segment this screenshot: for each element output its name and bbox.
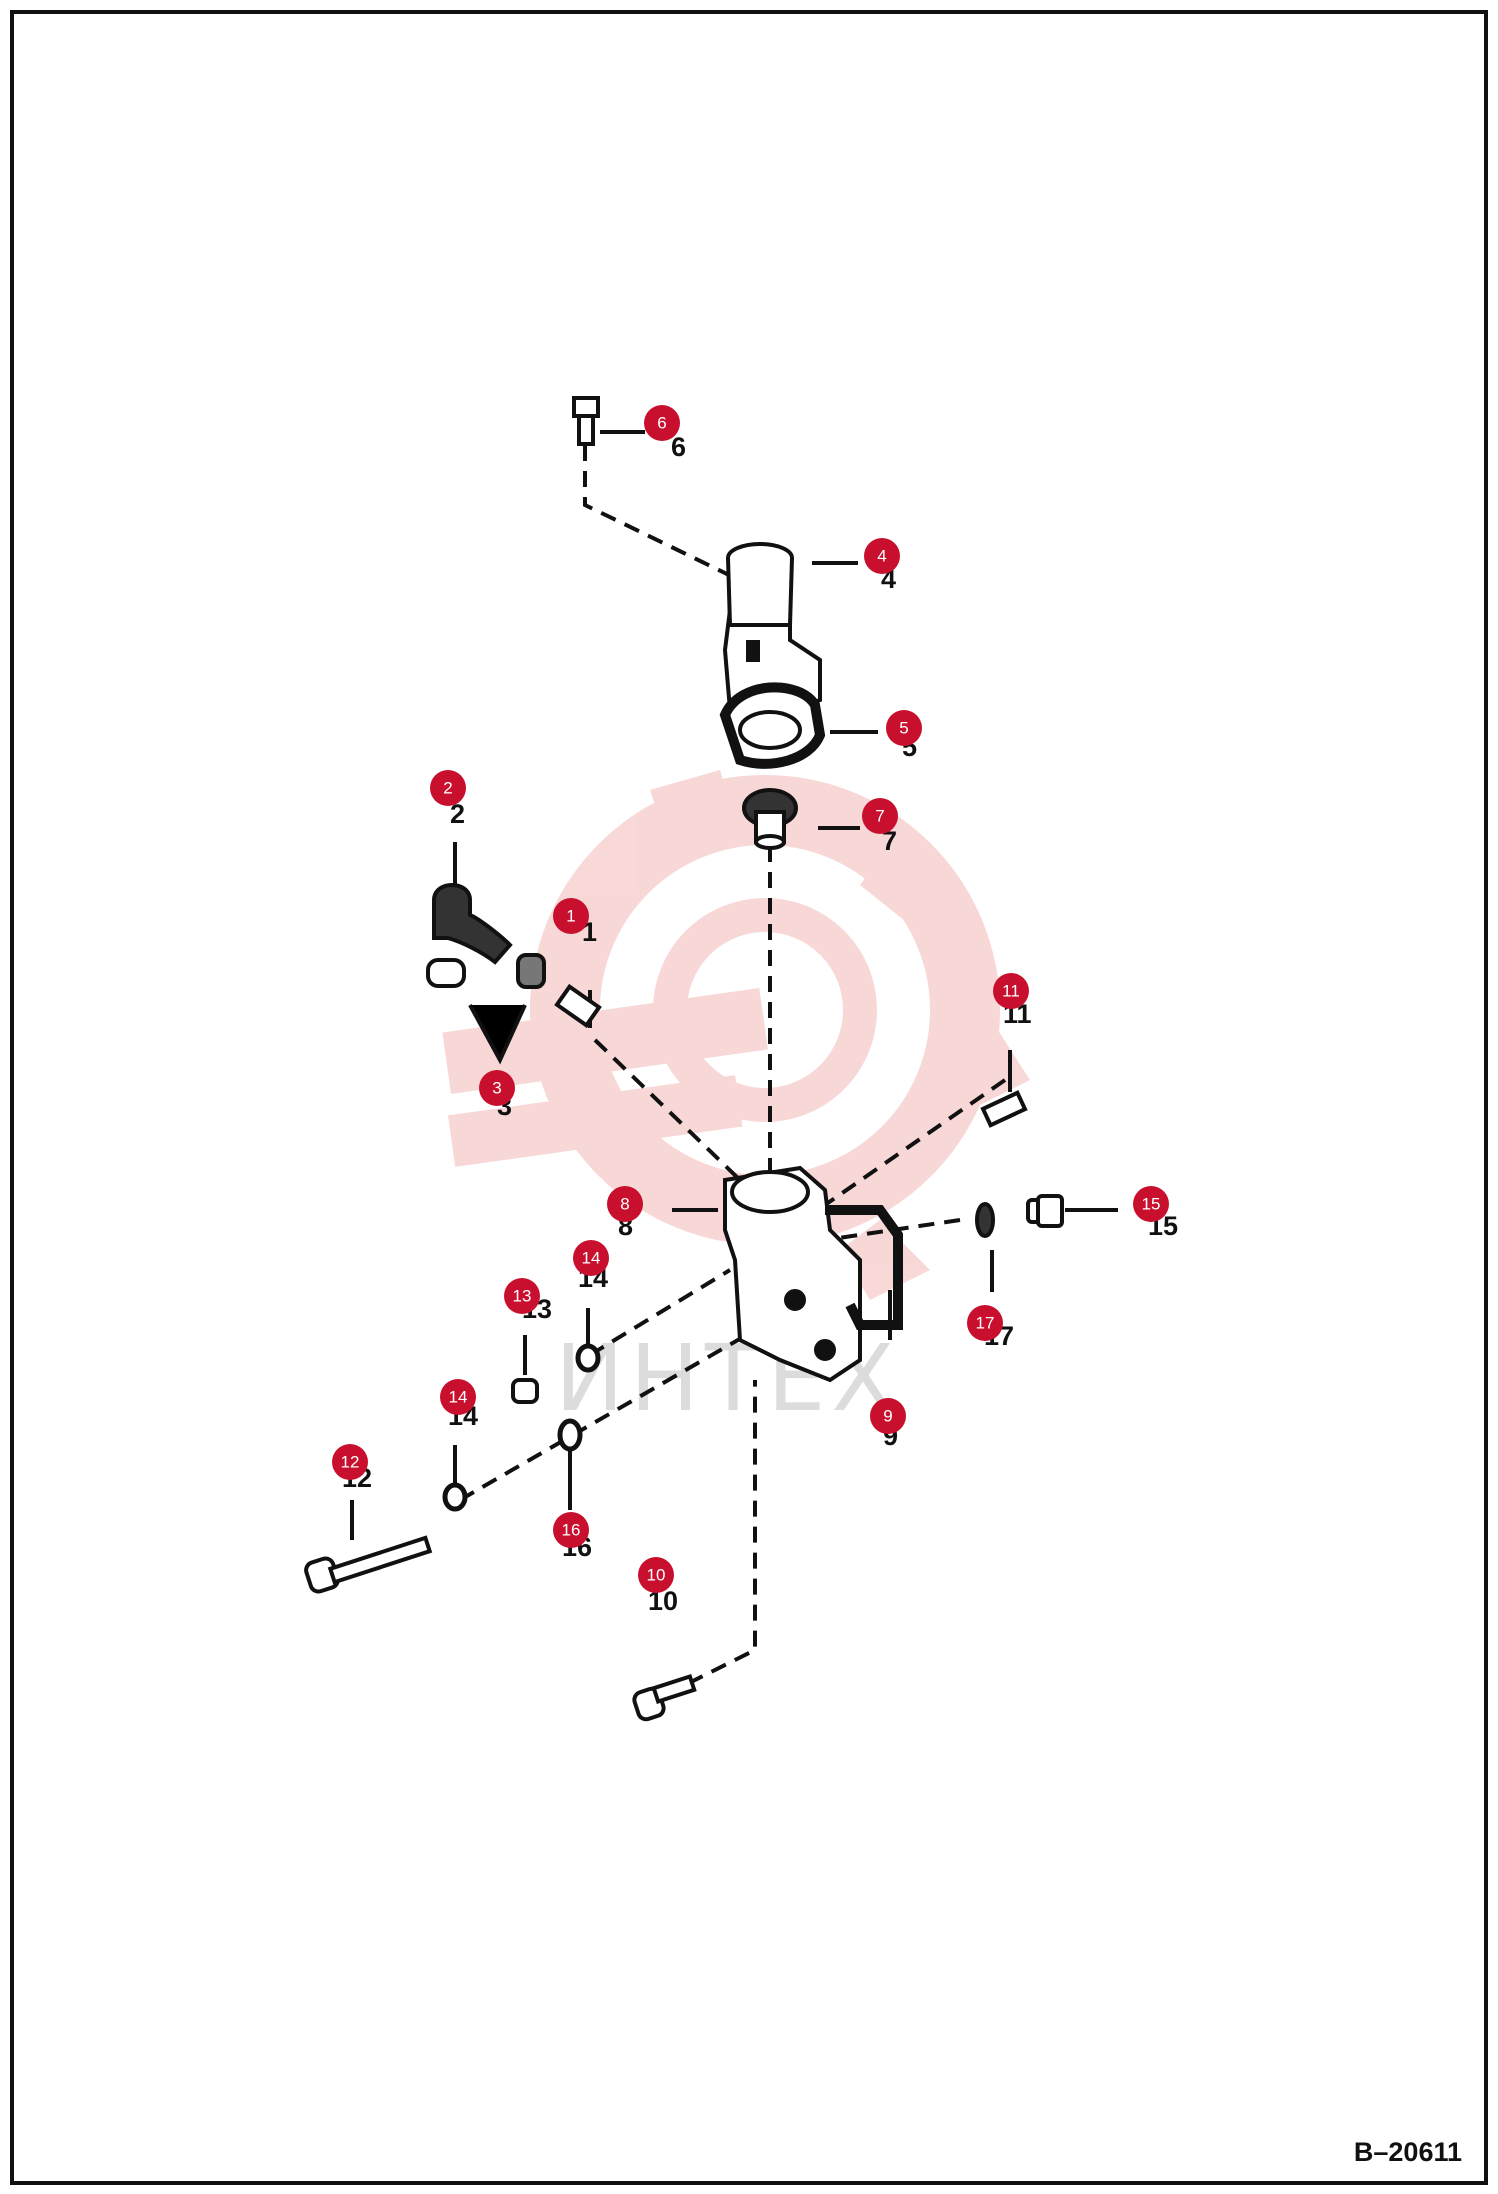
svg-text:6: 6 [657, 414, 666, 433]
callout-2: 2 [430, 770, 466, 806]
callout-4: 4 [864, 538, 900, 574]
drawing-code: B–20611 [1353, 2137, 1462, 2167]
svg-text:7: 7 [875, 807, 884, 826]
svg-text:9: 9 [883, 1407, 892, 1426]
part-2-elbow-hose [432, 883, 513, 965]
callout-1: 1 [553, 898, 589, 934]
callout-15: 15 [1133, 1186, 1169, 1222]
svg-text:3: 3 [492, 1079, 501, 1098]
callout-8: 8 [607, 1186, 643, 1222]
callout-badges: 6 4 5 2 7 1 11 3 8 15 14 13 17 9 14 12 1… [332, 405, 1169, 1593]
part-7-thermostat [742, 788, 798, 850]
leader-lines [350, 430, 1118, 1540]
part-6-bolt [572, 396, 600, 446]
svg-text:11: 11 [1002, 982, 1020, 1001]
callout-10: 10 [638, 1557, 674, 1593]
part-13-nut [511, 1378, 539, 1404]
callout-5: 5 [886, 710, 922, 746]
svg-text:12: 12 [341, 1453, 360, 1472]
svg-text:1: 1 [566, 907, 575, 926]
part-16-washer [557, 1418, 583, 1452]
callout-12: 12 [332, 1444, 368, 1480]
svg-text:13: 13 [513, 1287, 532, 1306]
part-9-gasket [825, 1205, 903, 1330]
part-14-washer-lower [442, 1482, 468, 1512]
svg-text:14: 14 [449, 1388, 468, 1407]
plain-label-6: 6 [671, 432, 686, 462]
callout-7: 7 [862, 798, 898, 834]
assembly-lines [459, 445, 1007, 1697]
svg-text:17: 17 [976, 1314, 995, 1333]
plain-label-2: 2 [450, 799, 465, 829]
part-12-long-bolt [304, 1535, 433, 1594]
part-14-washer-upper [575, 1343, 601, 1373]
svg-text:14: 14 [582, 1249, 601, 1268]
part-5-gasket [719, 682, 826, 769]
callout-16: 16 [553, 1512, 589, 1548]
callout-11: 11 [993, 973, 1029, 1009]
callout-14-upper: 14 [573, 1240, 609, 1276]
callout-9: 9 [870, 1398, 906, 1434]
part-3-clamps [426, 953, 546, 989]
svg-text:5: 5 [899, 719, 908, 738]
callout-17: 17 [967, 1305, 1003, 1341]
plain-label-7: 7 [882, 826, 897, 856]
part-10-bolt [632, 1673, 697, 1722]
svg-text:10: 10 [647, 1566, 666, 1585]
callout-14-lower: 14 [440, 1379, 476, 1415]
svg-text:15: 15 [1142, 1195, 1161, 1214]
part-1-fitting [554, 983, 602, 1029]
part-17-o-ring [975, 1202, 995, 1238]
svg-text:4: 4 [877, 547, 886, 566]
svg-text:16: 16 [562, 1521, 581, 1540]
part-8-thermostat-housing [723, 1165, 862, 1383]
callout-6: 6 [644, 405, 680, 441]
svg-text:8: 8 [620, 1195, 629, 1214]
callout-13: 13 [504, 1278, 540, 1314]
part-15-plug [1026, 1194, 1064, 1228]
callout-3: 3 [479, 1070, 515, 1106]
svg-text:2: 2 [443, 779, 452, 798]
part-11-stud [980, 1090, 1028, 1128]
